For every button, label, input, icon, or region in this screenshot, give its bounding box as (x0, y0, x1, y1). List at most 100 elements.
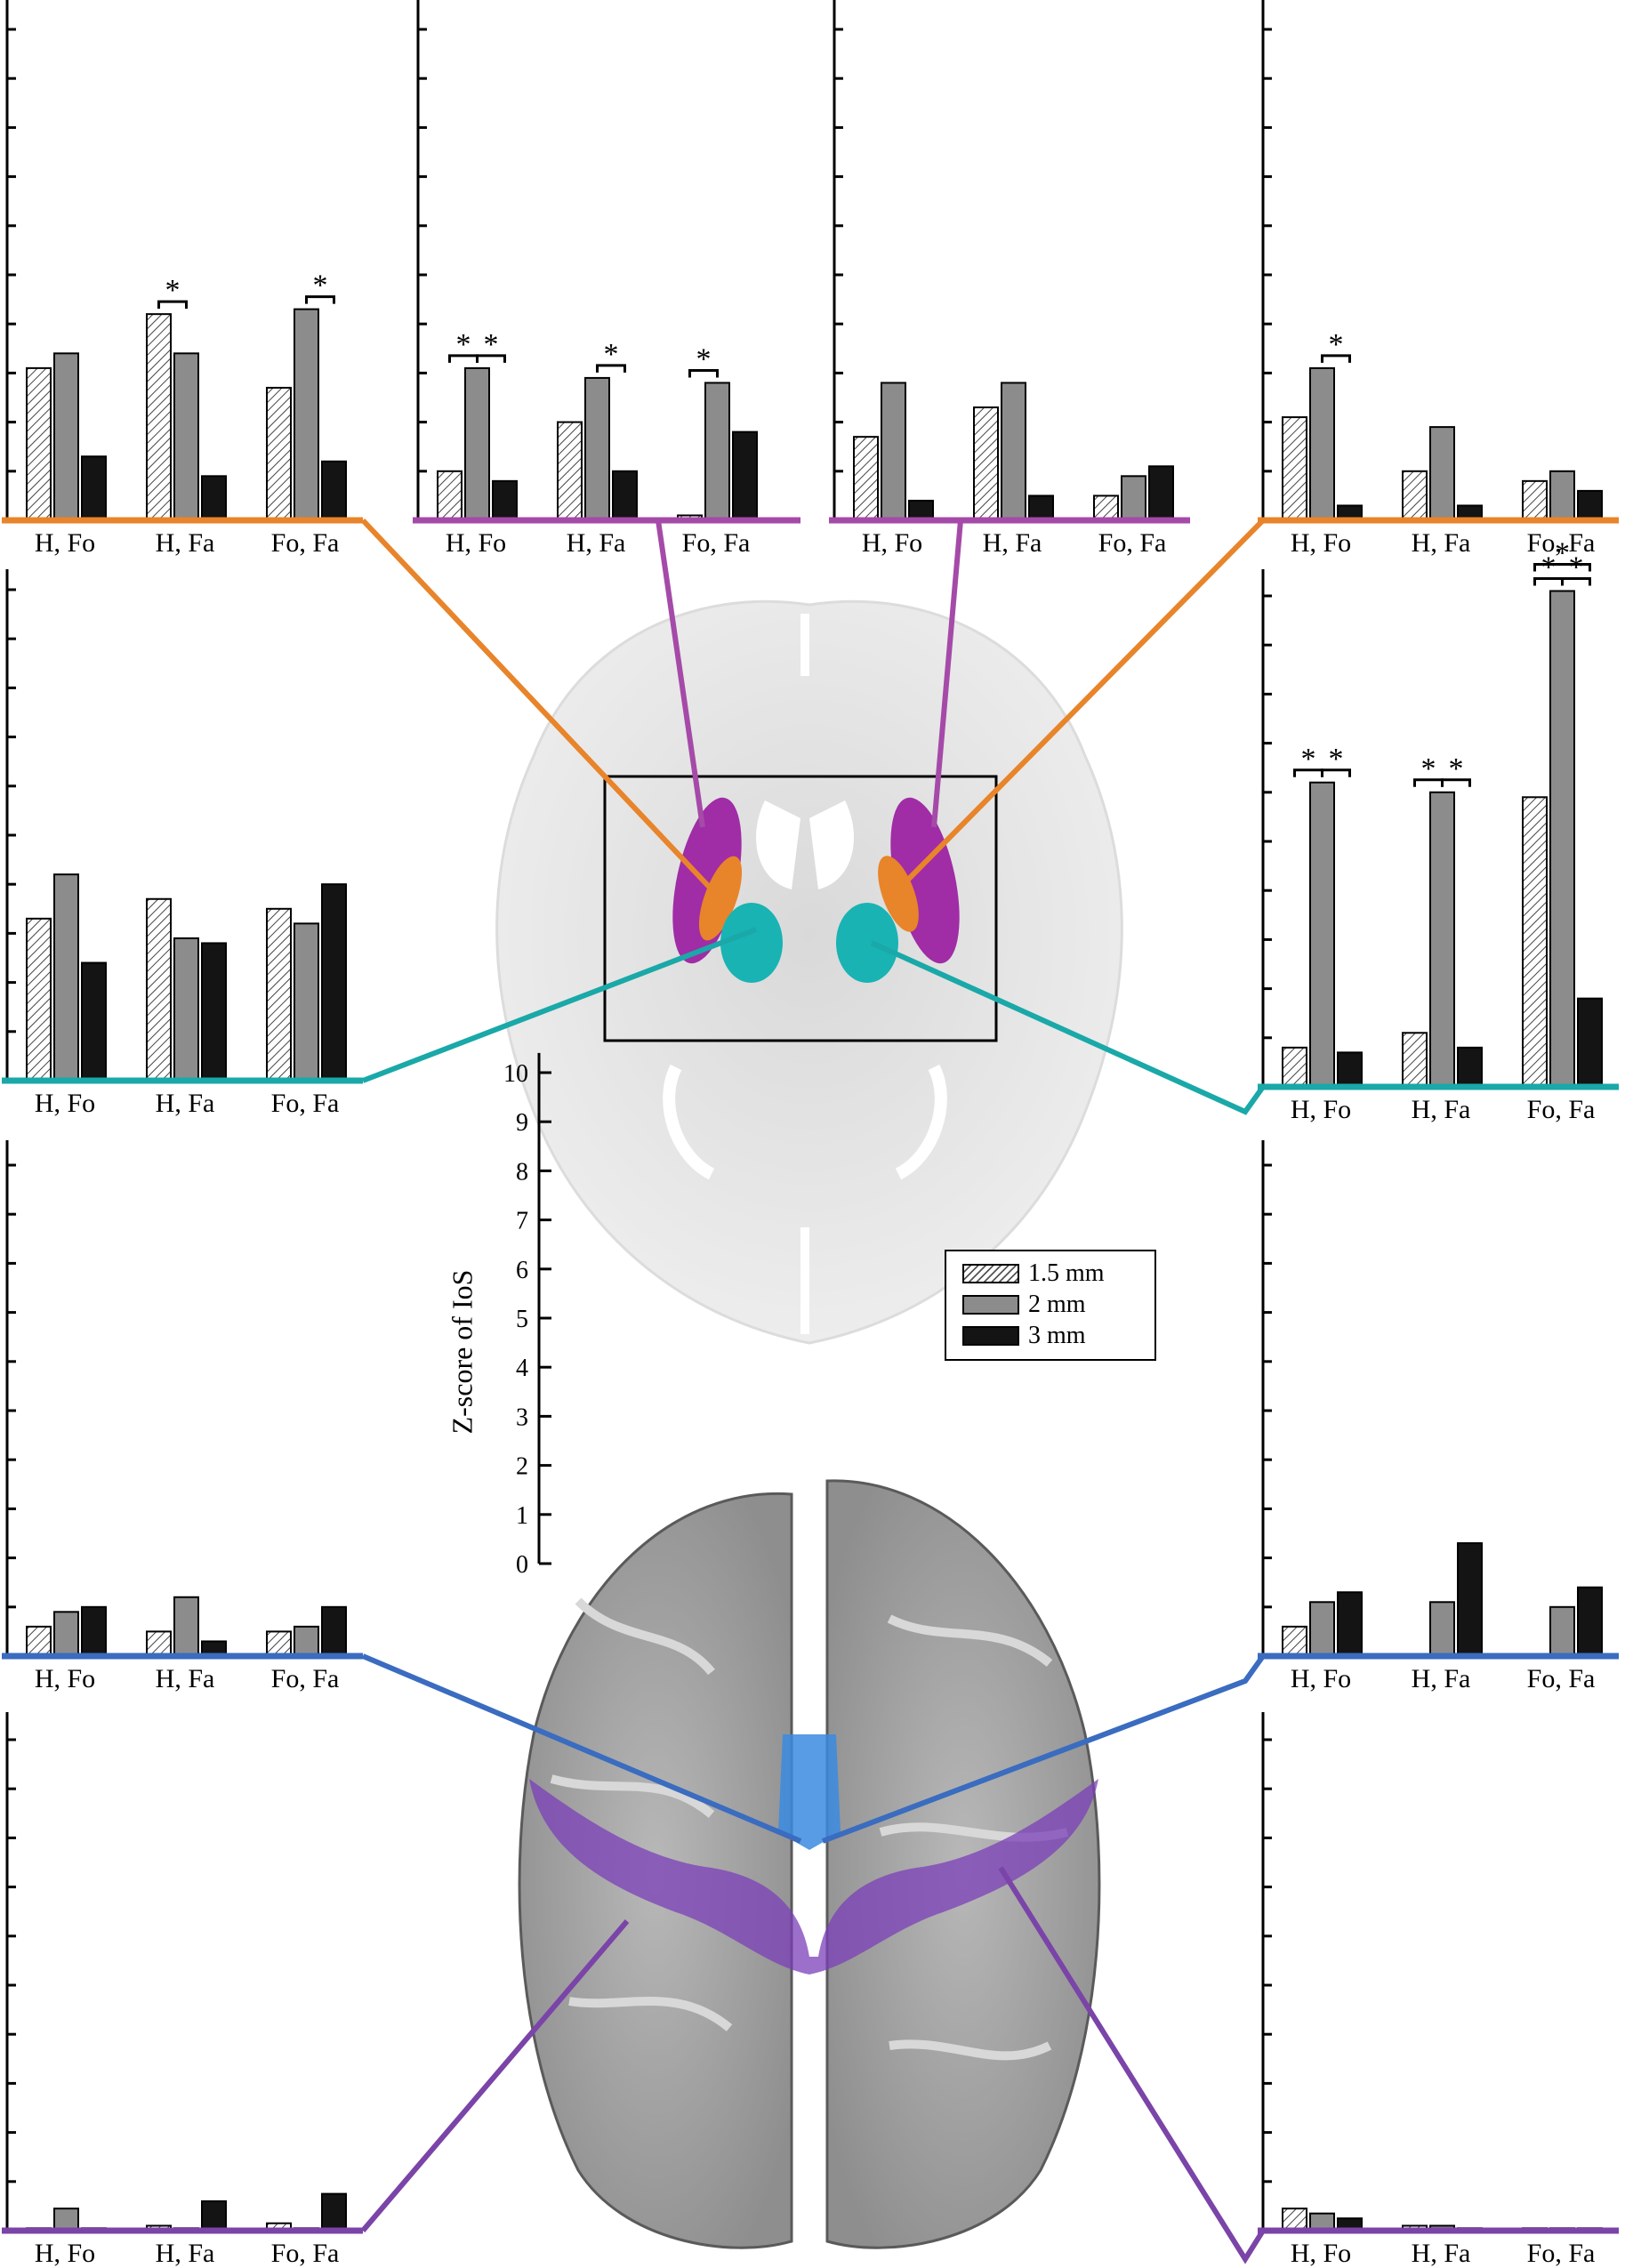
scale-tick-label: 9 (516, 1109, 528, 1137)
legend-item-2mm: 2 mm (962, 1291, 1086, 1318)
connector-magenta (931, 519, 963, 828)
bar-2mm-2 (294, 922, 319, 1082)
bar-3mm-0 (1337, 1051, 1363, 1088)
category-label: Fo, Fa (271, 2239, 340, 2268)
category-label: Fo, Fa (1527, 2239, 1596, 2268)
significance-label: * (165, 274, 181, 307)
bar-2mm-0 (464, 366, 490, 521)
significance-label: * (1329, 743, 1344, 776)
bar-15mm-0 (853, 436, 879, 521)
bar-2mm-1 (173, 352, 199, 521)
bar-3mm-0 (1337, 1591, 1363, 1657)
significance-label: * (1541, 551, 1557, 583)
bar-2mm-1 (1429, 791, 1455, 1088)
significance-bracket (1321, 768, 1351, 777)
category-label: H, Fo (35, 1089, 95, 1118)
bar-3mm-2 (732, 430, 758, 522)
bar-2mm-2 (704, 382, 730, 521)
significance-label: * (456, 328, 471, 361)
significance-label: * (696, 342, 712, 375)
bar-15mm-1 (146, 897, 172, 1082)
bar-2mm-0 (1309, 1601, 1335, 1658)
connector-blue (361, 1653, 802, 1844)
connector-orange (896, 518, 1266, 892)
category-label: Fo, Fa (271, 1089, 340, 1118)
bar-2mm-0 (53, 873, 79, 1082)
bar-3mm-0 (492, 479, 518, 522)
significance-label: * (1555, 536, 1570, 569)
significance-bracket (1321, 354, 1351, 363)
category-label: H, Fa (1412, 528, 1471, 558)
bar-2mm-0 (881, 382, 906, 521)
significance-label: * (1569, 551, 1584, 583)
category-label: Fo, Fa (1527, 1095, 1596, 1124)
bar-15mm-0 (1282, 416, 1307, 521)
y-axis-label: Z-score of IoS (446, 1269, 479, 1435)
scale-tick-label: 8 (516, 1158, 528, 1186)
connector-teal (870, 940, 1266, 1115)
category-label: H, Fa (1412, 1664, 1471, 1693)
bar-3mm-0 (81, 961, 107, 1082)
bar-15mm-1 (1402, 470, 1428, 521)
bar-15mm-0 (26, 917, 52, 1082)
legend-label: 2 mm (1028, 1291, 1086, 1318)
significance-label: * (484, 328, 499, 361)
significance-bracket (476, 354, 506, 363)
bar-2mm-2 (294, 308, 319, 522)
bar-2mm-2 (1549, 590, 1575, 1088)
gray-swatch-icon (962, 1295, 1019, 1315)
bar-15mm-1 (146, 1630, 172, 1658)
connector-purple (360, 1919, 630, 2232)
bar-2mm-1 (173, 1596, 199, 1658)
bar-15mm-2 (1522, 479, 1548, 522)
significance-bracket (1441, 778, 1471, 787)
bar-3mm-2 (1577, 1586, 1603, 1657)
bar-2mm-2 (1549, 1605, 1575, 1658)
category-label: H, Fo (1291, 2239, 1351, 2268)
scale-tick-label: 1 (516, 1502, 528, 1530)
hatched-swatch-icon (962, 1264, 1019, 1283)
bar-2mm-0 (53, 1611, 79, 1657)
significance-label: * (1329, 328, 1344, 361)
significance-bracket (305, 295, 335, 304)
connector-orange (360, 518, 714, 892)
black-swatch-icon (962, 1326, 1019, 1346)
bar-15mm-0 (1282, 1046, 1307, 1088)
bar-3mm-1 (1457, 1542, 1483, 1658)
bar-2mm-2 (294, 1625, 319, 1658)
scale-tick-label: 3 (516, 1403, 528, 1431)
category-label: H, Fo (1291, 1095, 1351, 1124)
category-label: Fo, Fa (1527, 528, 1596, 558)
category-label: Fo, Fa (682, 528, 751, 558)
significance-label: * (1301, 743, 1316, 776)
category-label: H, Fo (862, 528, 922, 558)
significance-bracket (1561, 576, 1591, 586)
bar-3mm-2 (1577, 997, 1603, 1089)
scale-tick-label: 0 (516, 1551, 528, 1579)
bar-2mm-1 (1429, 1601, 1455, 1658)
category-label: Fo, Fa (1098, 528, 1167, 558)
bar-15mm-1 (146, 313, 172, 521)
bar-3mm-2 (1148, 465, 1174, 522)
scale-tick-label: 7 (516, 1208, 528, 1235)
bar-3mm-2 (321, 883, 347, 1082)
bar-3mm-1 (1028, 495, 1054, 522)
bar-15mm-0 (437, 470, 463, 521)
bar-3mm-1 (1457, 1046, 1483, 1088)
category-label: H, Fa (156, 528, 215, 558)
significance-label: * (604, 338, 619, 371)
bar-3mm-2 (321, 460, 347, 522)
category-label: H, Fa (156, 1664, 215, 1693)
bar-3mm-1 (201, 2200, 227, 2232)
connector-purple (998, 1866, 1266, 2264)
legend: 1.5 mm 2 mm 3 mm (945, 1250, 1156, 1361)
category-label: Fo, Fa (271, 528, 340, 558)
